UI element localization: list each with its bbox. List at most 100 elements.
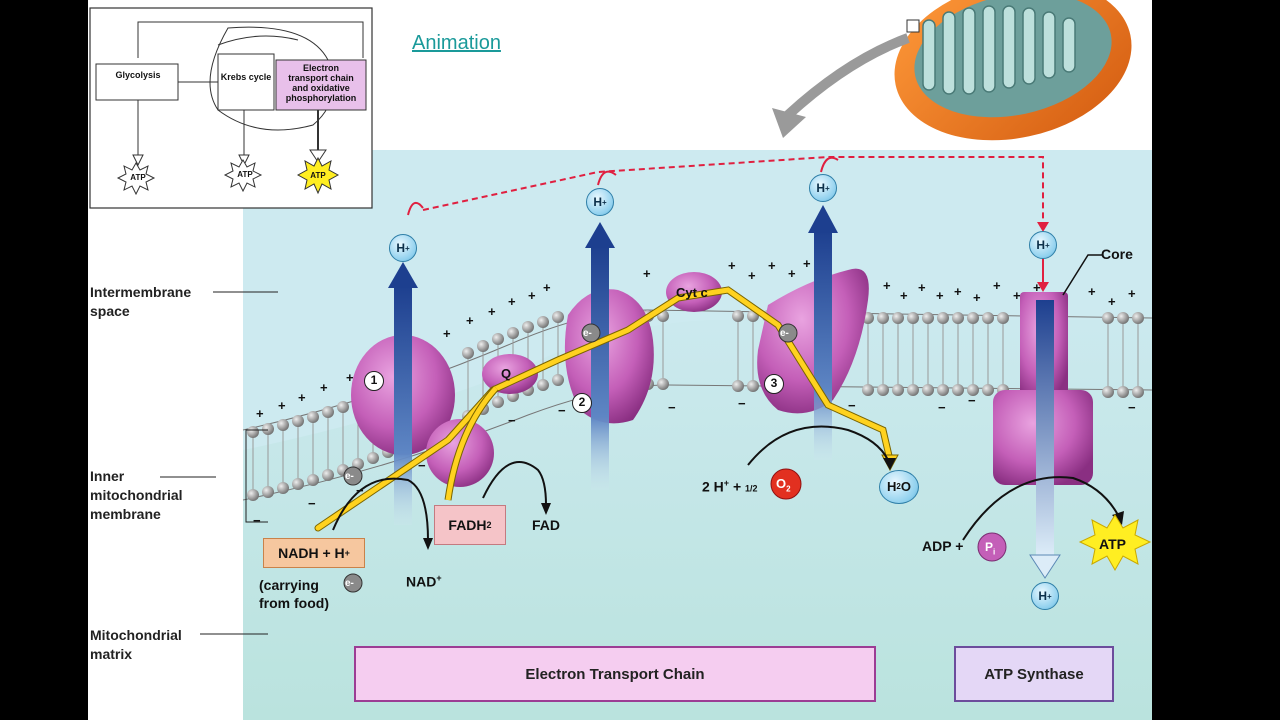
svg-text:+: + (803, 256, 811, 271)
core-label: Core (1101, 246, 1133, 262)
diagram-stage: ++++++++++++++++++++++++++++++ −−−−−−−−−… (88, 0, 1152, 720)
oxygen-to-water-arrow (747, 425, 889, 466)
proton-ion-2: H+ (586, 188, 614, 216)
ubiquinone-q (482, 354, 538, 394)
svg-text:−: − (558, 403, 566, 418)
svg-text:+: + (900, 288, 908, 303)
atp-label: ATP (1099, 536, 1126, 552)
svg-text:+: + (954, 284, 962, 299)
svg-text:+: + (1128, 286, 1136, 301)
svg-text:−: − (738, 396, 746, 411)
nad-label: NAD+ (406, 573, 442, 590)
svg-text:+: + (643, 266, 651, 281)
proton-arrow-down-head (1029, 554, 1061, 579)
inset-glycolysis-box (95, 63, 179, 101)
svg-text:+: + (993, 278, 1001, 293)
fad-label: FAD (532, 517, 560, 533)
svg-text:+: + (488, 304, 496, 319)
svg-text:+: + (1108, 294, 1116, 309)
core-leader (1062, 254, 1103, 296)
adp-label: ADP + (922, 538, 964, 554)
atp-star (1078, 514, 1152, 572)
inset-atp-3: ATP (310, 171, 326, 180)
svg-text:+: + (768, 258, 776, 273)
svg-text:−: − (418, 458, 426, 473)
electron-markers (343, 323, 798, 593)
inset-atp-1: ATP (130, 173, 146, 182)
atp-synthase-footer-box: ATP Synthase (954, 646, 1114, 702)
svg-text:+: + (1013, 288, 1021, 303)
svg-text:−: − (1128, 400, 1136, 415)
proton-ion-1: H+ (389, 234, 417, 262)
svg-text:+: + (256, 406, 264, 421)
proton-ion-3: H+ (809, 174, 837, 202)
svg-text:+: + (508, 294, 516, 309)
svg-text:+: + (883, 278, 891, 293)
svg-text:+: + (1033, 280, 1041, 295)
svg-text:+: + (443, 326, 451, 341)
svg-text:−: − (938, 400, 946, 415)
oxygen-molecule (770, 468, 802, 500)
svg-text:+: + (543, 280, 551, 295)
complex-3-protein (564, 289, 654, 424)
fadh2-to-fad-arrow (482, 461, 547, 506)
pi-label: Pi (985, 540, 996, 557)
proton-arrows-up (388, 205, 838, 525)
inset-krebs-box (217, 53, 275, 111)
svg-text:−: − (308, 496, 316, 511)
electron-label-2: e- (583, 328, 592, 339)
adp-to-atp-arrow (962, 476, 1119, 541)
svg-text:−: − (968, 393, 976, 408)
mitochondrion-illustration (772, 0, 1132, 141)
inset-glycolysis-label: Glycolysis (115, 70, 161, 80)
svg-text:−: − (508, 413, 516, 428)
o2-label: O2 (776, 476, 791, 494)
svg-text:+: + (278, 398, 286, 413)
complex-4-protein (757, 268, 869, 414)
etc-diagram: ++++++++++++++++++++++++++++++ −−−−−−−−−… (89, 0, 1152, 720)
membrane-bracket (245, 429, 268, 523)
inset-krebs-label: Krebs cycle (220, 72, 272, 82)
svg-text:+: + (346, 370, 354, 385)
proton-arrow-down (1036, 300, 1054, 555)
svg-text:+: + (320, 380, 328, 395)
electron-label-1: e- (345, 471, 354, 482)
phosphate-molecule (977, 532, 1007, 562)
red-curve-1 (407, 201, 424, 216)
svg-text:+: + (918, 280, 926, 295)
svg-text:+: + (1088, 284, 1096, 299)
etc-footer-box: Electron Transport Chain (354, 646, 876, 702)
svg-text:−: − (253, 513, 261, 528)
nadh-box: NADH + H+ (263, 538, 365, 568)
overview-inset (89, 7, 373, 209)
inset-etc-box (275, 59, 367, 111)
complex-2-number: 2 (572, 393, 592, 413)
complex-3-number: 3 (764, 374, 784, 394)
svg-text:+: + (298, 390, 306, 405)
svg-text:+: + (936, 288, 944, 303)
svg-text:−: − (668, 400, 676, 415)
electron-label-3: e- (780, 328, 789, 339)
inset-atp-2: ATP (237, 170, 253, 179)
svg-text:+: + (528, 288, 536, 303)
svg-text:+: + (466, 313, 474, 328)
svg-text:+: + (788, 266, 796, 281)
electron-label-4: e- (345, 578, 354, 589)
q-label: Q (501, 366, 512, 381)
svg-text:+: + (973, 290, 981, 305)
svg-text:+: + (748, 268, 756, 283)
proton-ion-4: H+ (1029, 231, 1057, 259)
proton-ion-5: H+ (1031, 582, 1059, 610)
nadh-to-nad-arrow (332, 477, 429, 541)
cytc-label: Cyt c (676, 285, 708, 300)
animation-link[interactable]: Animation (412, 32, 501, 54)
complex-1-number: 1 (364, 371, 384, 391)
oxygen-equation: 2 H+ + 1/2 (702, 478, 758, 495)
